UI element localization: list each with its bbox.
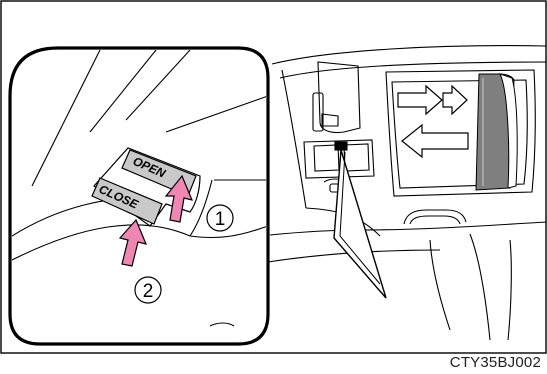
step-1-marker: 1 — [207, 205, 233, 231]
sunroof-glass-panel — [476, 74, 517, 190]
step-1-label: 1 — [215, 209, 226, 230]
step-2-marker: 2 — [135, 277, 161, 303]
figure-code: CTY35BJ002 — [450, 354, 541, 371]
step-2-label: 2 — [143, 281, 154, 302]
